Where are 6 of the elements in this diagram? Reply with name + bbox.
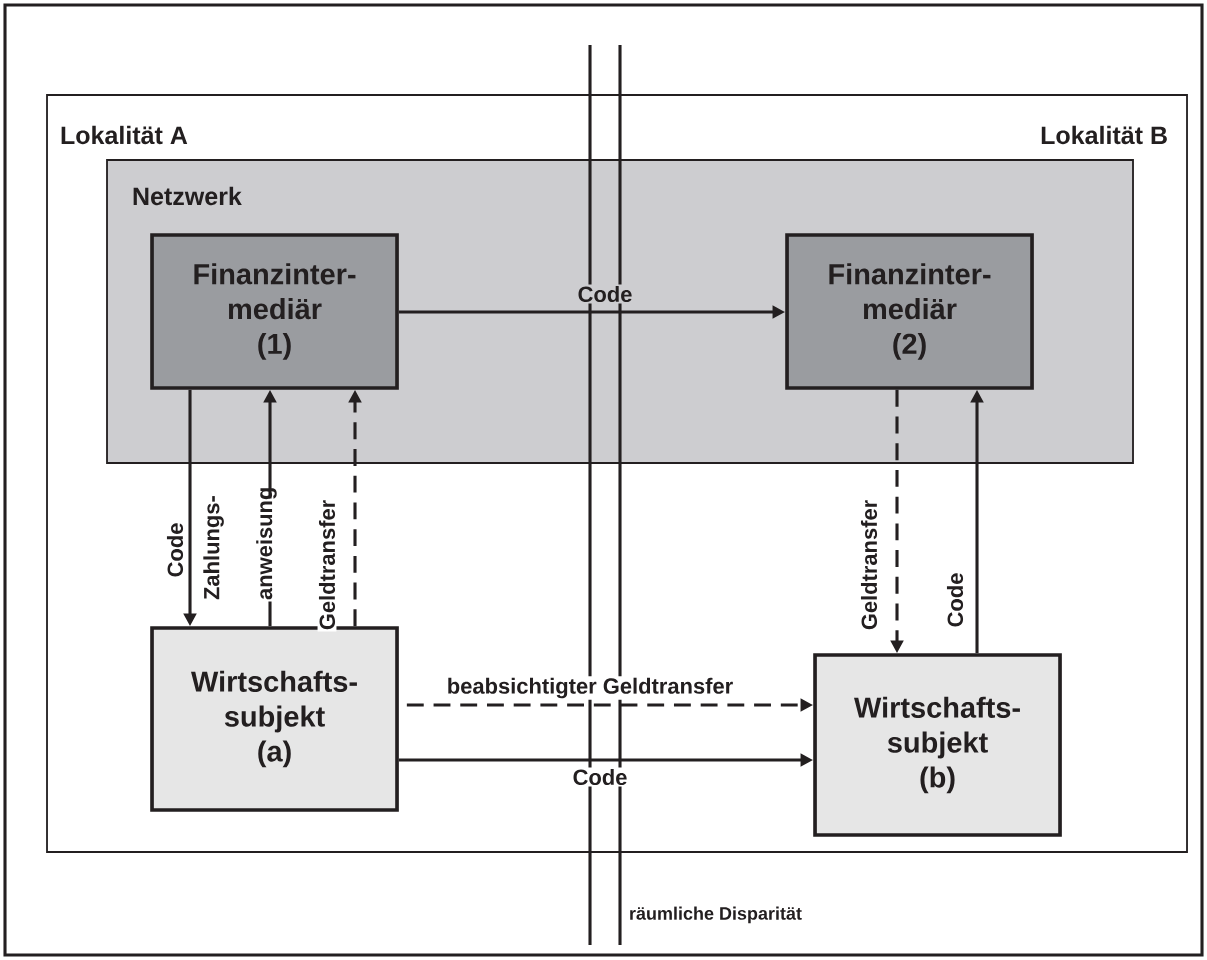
- edge-label: beabsichtigter Geldtransfer: [445, 676, 735, 700]
- boundary-label: räumliche Disparität: [630, 906, 802, 924]
- actor-box: Wirtschafts- subjekt (b): [813, 653, 1062, 837]
- intermediary-box: Finanzinter- mediär (2): [785, 233, 1034, 390]
- intermediary-box: Finanzinter- mediär (1): [150, 233, 399, 390]
- edge-label: Zahlungs- anweisung: [201, 488, 279, 602]
